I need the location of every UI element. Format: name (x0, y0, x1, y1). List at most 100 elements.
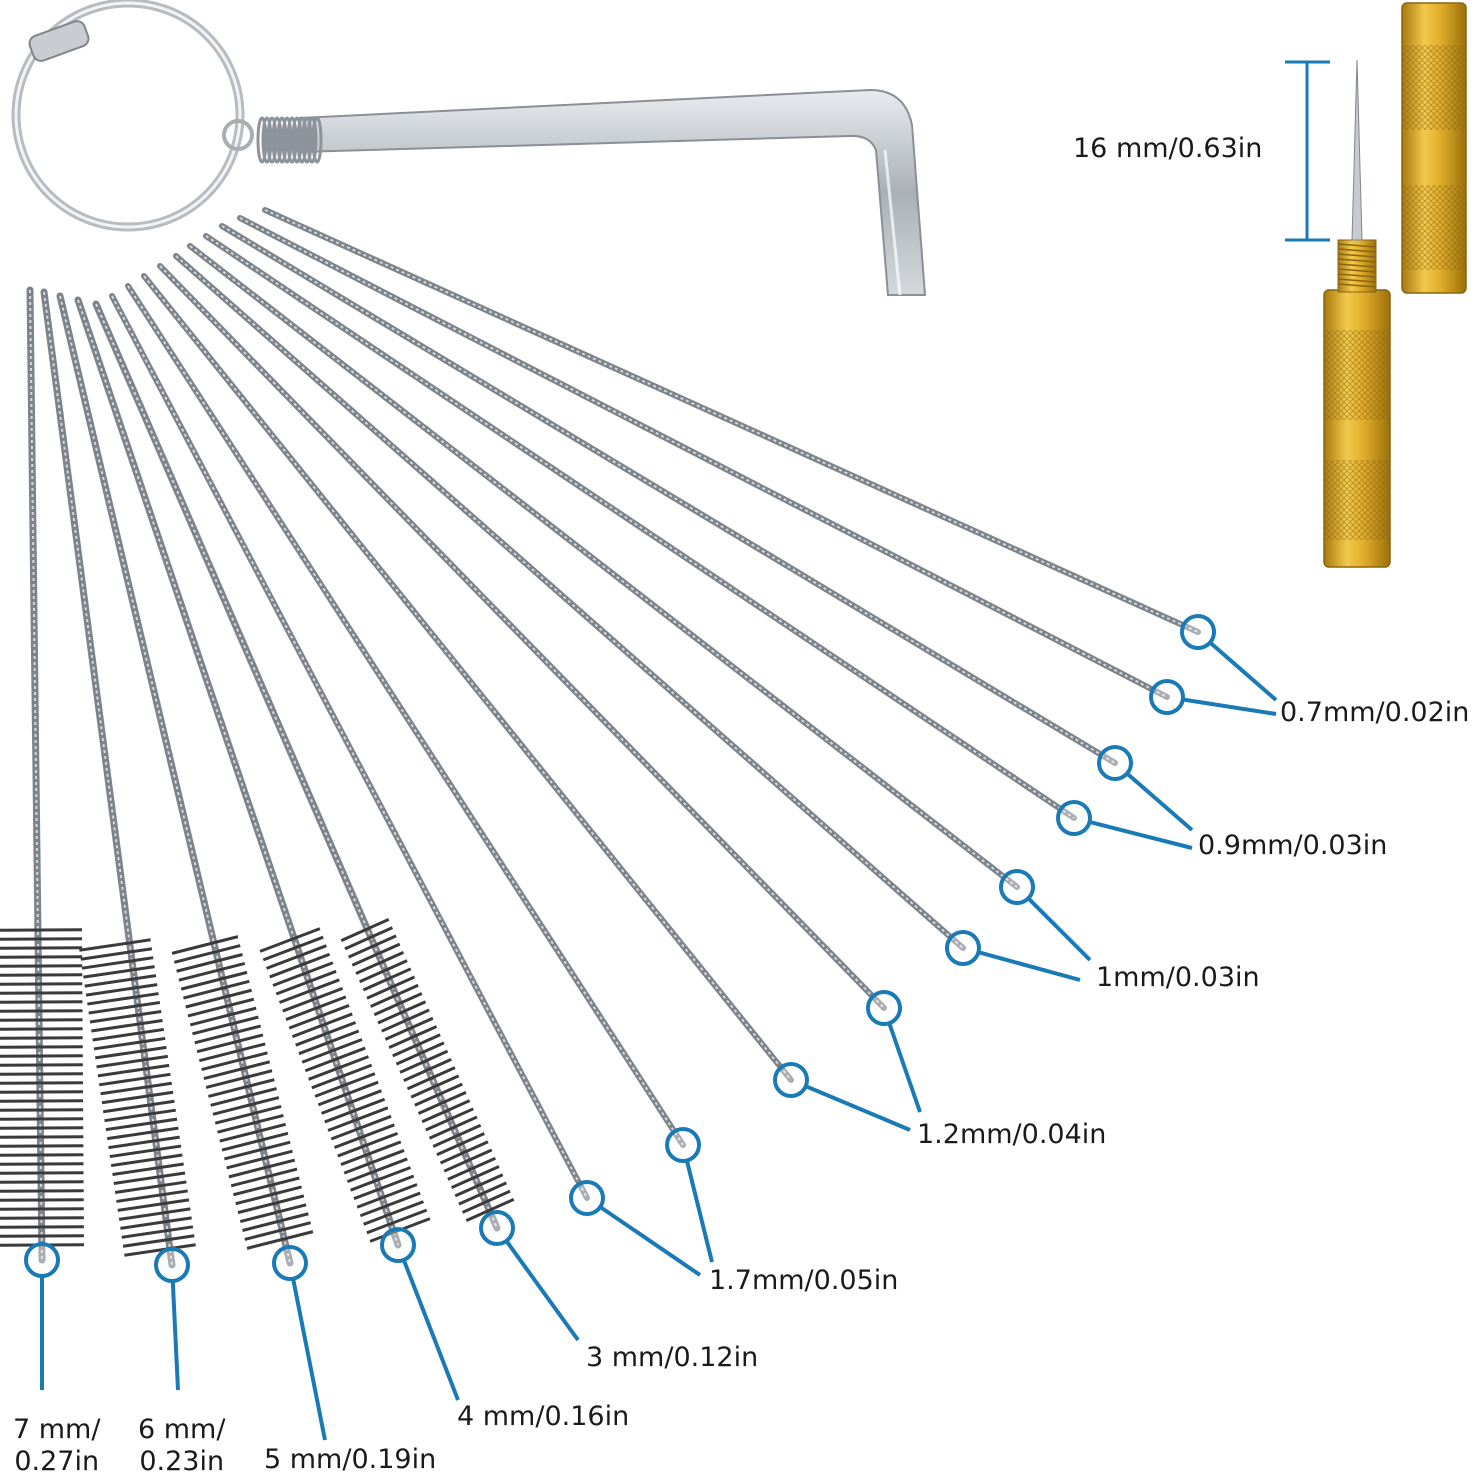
bristle (80, 947, 153, 961)
brush-label-0-9mm: 0.9mm/0.03in (1198, 830, 1388, 861)
bristle (301, 1038, 363, 1064)
bristle (0, 946, 83, 950)
bristle (0, 1045, 83, 1049)
bristle (366, 975, 416, 1000)
bristle (384, 1016, 434, 1041)
bristle (308, 1055, 369, 1081)
callout-leader-line (1182, 697, 1277, 716)
bristle (120, 1216, 192, 1230)
callout-ring (999, 869, 1035, 905)
bristle (196, 1033, 264, 1054)
bristle (109, 1144, 182, 1159)
callout-ring (1056, 800, 1092, 836)
bristle (79, 938, 151, 952)
callout-ring (154, 1247, 190, 1283)
spring-coil-turn (286, 116, 298, 164)
bristle (347, 934, 397, 959)
bristle (272, 961, 334, 987)
bristle (0, 1018, 83, 1022)
callout-leader-line (170, 1280, 180, 1391)
bristle (266, 944, 327, 970)
callout-leader-line (1125, 771, 1194, 832)
bristle (100, 1081, 173, 1096)
brush-item (262, 207, 1201, 635)
brush-wire-twist (189, 245, 1018, 888)
bristle (275, 969, 337, 996)
callout-leader-line (1208, 641, 1278, 702)
bristle (185, 988, 252, 1009)
callout-ring (1149, 679, 1185, 715)
brush-label-6mm-line1: 6 mm/ (138, 1414, 226, 1445)
bristle (0, 955, 83, 959)
bristle (226, 1149, 293, 1170)
spring-coil-turn (311, 116, 323, 164)
brush-wire-twist (59, 295, 291, 1264)
bristle (239, 1203, 307, 1224)
brush-item (0, 286, 85, 1264)
bristle (399, 1049, 449, 1074)
spring-coil-turn (296, 116, 308, 164)
bristle (0, 1072, 83, 1076)
thread-line (1337, 253, 1377, 258)
brush-item (157, 263, 887, 1011)
brush-wire-twist (264, 209, 1199, 633)
bristle (85, 983, 158, 997)
bristle (212, 1096, 280, 1116)
bristle (235, 1185, 302, 1206)
bristle (0, 1090, 84, 1094)
bristle (0, 982, 83, 986)
bristle (230, 1167, 298, 1188)
brush-item (173, 253, 966, 951)
bristle (108, 1135, 180, 1150)
bristle (208, 1078, 275, 1098)
bristle (87, 992, 159, 1006)
dimension-marker (1285, 60, 1330, 242)
brush-label-6mm: 6 mm/ 0.23in (138, 1414, 225, 1478)
bristle (359, 959, 408, 984)
brush-item (141, 273, 794, 1083)
brush-item (74, 296, 431, 1249)
bristle (0, 1153, 84, 1157)
spring-coil-turn (256, 116, 268, 164)
bristle (282, 986, 344, 1013)
callout-ring (380, 1227, 416, 1263)
bristle (176, 953, 243, 973)
bristle (439, 1140, 489, 1165)
bristle (314, 1072, 376, 1098)
bristle (194, 1024, 262, 1045)
bristle (0, 1216, 84, 1220)
callout-ring (479, 1210, 515, 1246)
key-ring (11, 0, 254, 232)
bristle (201, 1051, 268, 1072)
bristle (351, 942, 401, 967)
bristle (217, 1113, 284, 1134)
bristle (89, 1010, 162, 1024)
bristle (337, 1131, 399, 1158)
bristle (106, 1126, 179, 1141)
bristle (461, 1189, 511, 1214)
bristle (343, 1149, 405, 1175)
callout-ring (272, 1245, 308, 1281)
brush-item (92, 300, 515, 1232)
bristle (0, 1135, 84, 1139)
callout-5 (479, 1210, 580, 1342)
needle-dimension-label: 16 mm/0.63in (1073, 133, 1263, 164)
bristle (262, 935, 324, 962)
bristle (95, 1045, 167, 1060)
bristle (223, 1140, 291, 1161)
bristle (291, 1012, 353, 1039)
bristle (288, 1004, 350, 1030)
callout-2 (945, 869, 1092, 982)
bristle (406, 1066, 456, 1091)
bristle (395, 1041, 445, 1066)
brush-wire-twist (159, 265, 885, 1009)
spring-coil (256, 116, 323, 164)
bristle (102, 1099, 175, 1114)
bristle (0, 1081, 83, 1085)
bristle (465, 1198, 515, 1222)
bristle (242, 1212, 309, 1232)
bristle (0, 1108, 84, 1112)
bristle (443, 1148, 493, 1173)
brush-wire (92, 300, 501, 1232)
bristle (92, 1027, 165, 1042)
